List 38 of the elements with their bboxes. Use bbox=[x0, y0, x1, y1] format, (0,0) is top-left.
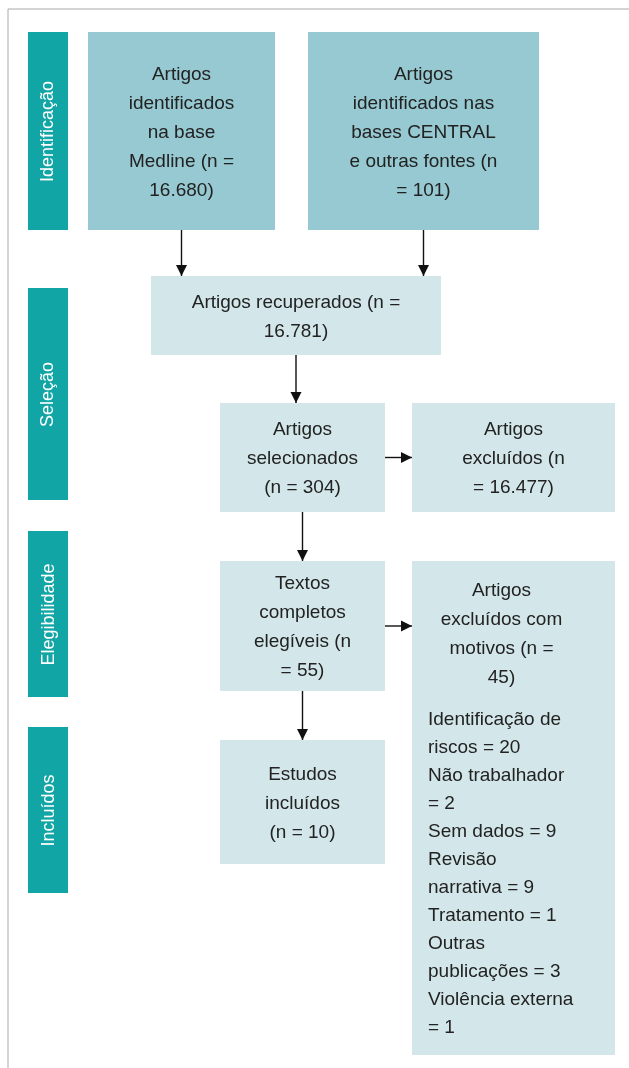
exclusion-reason: Identificação de riscos = 20 bbox=[428, 707, 563, 759]
exclusion-reason: Sem dados = 9 bbox=[428, 819, 558, 843]
box-text: Estudos incluídos (n = 10) bbox=[264, 761, 341, 844]
stage-label: Seleção bbox=[36, 360, 59, 429]
stage-band bbox=[28, 32, 68, 230]
process-box bbox=[220, 403, 385, 512]
arrow bbox=[290, 354, 302, 404]
arrow bbox=[417, 229, 430, 277]
stage-band bbox=[28, 727, 68, 893]
stage-label: Identificação bbox=[36, 79, 59, 184]
box-text: Artigos excluídos (n = 16.477) bbox=[461, 417, 566, 499]
process-box bbox=[220, 740, 385, 864]
arrow bbox=[384, 451, 413, 464]
arrow bbox=[175, 229, 188, 277]
arrow bbox=[296, 690, 309, 741]
exclusion-reason: Outras publicações = 3 bbox=[428, 931, 562, 983]
process-box bbox=[412, 403, 615, 512]
process-box bbox=[220, 561, 385, 691]
box-text: Artigos identificados na base Medline (n = 16.680) bbox=[127, 61, 236, 202]
process-box bbox=[151, 276, 441, 355]
arrow bbox=[384, 620, 413, 632]
exclusion-reason: Tratamento = 1 bbox=[428, 903, 558, 927]
exclusion-reason: Não trabalhador = 2 bbox=[428, 763, 566, 815]
box-text: Textos completos elegíveis (n = 55) bbox=[252, 571, 353, 682]
box-text: Artigos selecionados (n = 304) bbox=[246, 417, 359, 499]
stage-band bbox=[28, 288, 68, 500]
stage-label: Elegibilidade bbox=[36, 561, 59, 668]
box-text: Artigos identificados nas bases CENTRAL e outras fontes (n = 101) bbox=[348, 61, 499, 202]
process-box bbox=[88, 32, 275, 230]
box-text: Artigos excluídos com motivos (n = 45) bbox=[439, 578, 564, 689]
stage-band bbox=[28, 531, 68, 697]
stage-label: Incluídos bbox=[36, 773, 59, 848]
arrow bbox=[296, 511, 309, 562]
process-box bbox=[308, 32, 539, 230]
exclusion-reason: Violência externa = 1 bbox=[428, 987, 575, 1039]
box-text: Artigos recuperados (n = 16.781) bbox=[190, 289, 402, 343]
process-box bbox=[412, 561, 615, 1055]
exclusion-reason: Revisão narrativa = 9 bbox=[428, 847, 536, 899]
